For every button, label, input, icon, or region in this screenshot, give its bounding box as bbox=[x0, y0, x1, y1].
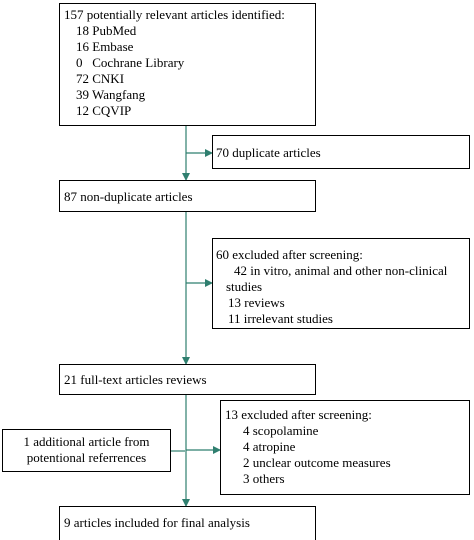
excluded-1-nonclinical-cont: studies bbox=[226, 279, 263, 294]
excluded-screening-2-box: 13 excluded after screening: 4 scopolami… bbox=[220, 400, 470, 495]
excluded-1-title: 60 excluded after screening: bbox=[216, 247, 363, 262]
duplicates-box: 70 duplicate articles bbox=[212, 135, 470, 169]
included-text: 9 articles included for final analysis bbox=[64, 515, 250, 530]
additional-line-2: potentional referrences bbox=[26, 450, 147, 465]
source-pubmed: 18 PubMed bbox=[76, 23, 137, 38]
source-wangfang: 39 Wangfang bbox=[76, 87, 146, 102]
excluded-1-nonclinical: 42 in vitro, animal and other non-clinic… bbox=[234, 263, 448, 278]
excluded-2-atropine: 4 atropine bbox=[243, 439, 296, 454]
full-text-text: 21 full-text articles reviews bbox=[64, 372, 207, 387]
excluded-screening-1-box: 60 excluded after screening: 42 in vitro… bbox=[212, 238, 470, 329]
excluded-2-scopolamine: 4 scopolamine bbox=[243, 423, 319, 438]
duplicates-text: 70 duplicate articles bbox=[216, 145, 321, 160]
source-cnki: 72 CNKI bbox=[76, 71, 125, 86]
excluded-2-title: 13 excluded after screening: bbox=[225, 407, 372, 422]
included-box: 9 articles included for final analysis bbox=[59, 506, 316, 540]
excluded-1-reviews: 13 reviews bbox=[228, 295, 285, 310]
non-duplicate-text: 87 non-duplicate articles bbox=[64, 189, 193, 204]
excluded-1-irrelevant: 11 irrelevant studies bbox=[228, 311, 333, 326]
excluded-2-unclear: 2 unclear outcome measures bbox=[243, 455, 391, 470]
source-cqvip: 12 CQVIP bbox=[76, 103, 132, 118]
non-duplicate-box: 87 non-duplicate articles bbox=[59, 180, 316, 212]
identified-box: 157 potentially relevant articles identi… bbox=[59, 3, 316, 126]
full-text-box: 21 full-text articles reviews bbox=[59, 364, 316, 395]
source-cochrane: 0 Cochrane Library bbox=[76, 55, 185, 70]
excluded-2-others: 3 others bbox=[243, 471, 285, 486]
source-embase: 16 Embase bbox=[76, 39, 134, 54]
additional-box: 1 additional article from potentional re… bbox=[2, 429, 171, 472]
identified-title: 157 potentially relevant articles identi… bbox=[64, 7, 285, 22]
additional-line-1: 1 additional article from bbox=[23, 434, 150, 449]
